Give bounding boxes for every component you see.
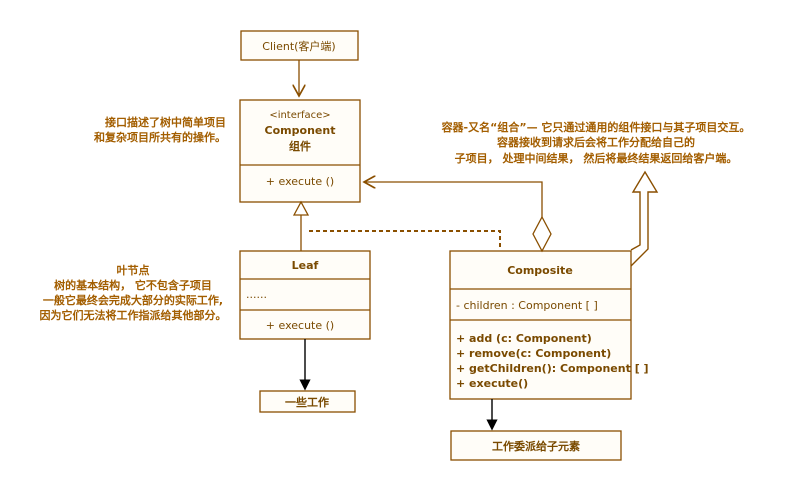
client-label: Client(客户端) [262,39,335,53]
leaf-method: + execute () [266,319,334,332]
composite-note-line2: 容器接收到请求后会将工作分配给自己的 [496,135,695,149]
leaf-work-box: 一些工作 [259,390,356,413]
leaf-note-line1: 叶节点 [117,263,150,277]
client-box: Client(客户端) [240,30,359,61]
leaf-box: Leaf ...... + execute () [239,250,371,340]
leaf-field: ...... [246,288,267,301]
aggregation-diamond [532,215,552,253]
component-note: 接口描述了树中简单项目 和复杂项目所共有的操作。 [94,115,226,144]
component-name-cn: 组件 [289,139,311,153]
note-callout-arrow [630,170,659,267]
composite-box: Composite - children : Component [ ] + a… [449,250,649,400]
leaf-note: 叶节点 树的基本结构， 它不包含子项目 一般它最终会完成大部分的实际工作, 因为… [40,263,227,322]
composite-note: 容器-又名“组合”— 它只通过通用的组件接口与其子项目交互。 容器接收到请求后会… [441,120,751,165]
leaf-name: Leaf [292,259,319,272]
component-method: + execute () [266,175,334,188]
composite-field: - children : Component [ ] [456,299,598,312]
composite-note-line3: 子项目， 处理中间结果， 然后将最终结果返回给客户端。 [455,151,738,165]
composite-work-label: 工作委派给子元素 [492,439,580,453]
component-stereotype: <interface> [269,110,330,121]
composite-to-component-line [364,182,543,217]
component-name: Component [265,124,336,137]
composite-inheritance-line [309,230,501,250]
component-note-line1: 接口描述了树中简单项目 [105,115,226,129]
composite-method-add: + add (c: Component) [456,332,592,345]
leaf-note-line3: 一般它最终会完成大部分的实际工作, [43,293,223,307]
inheritance-triangle [292,200,310,216]
composite-work-box: 工作委派给子元素 [450,430,622,461]
component-interface-box: <interface> Component 组件 + execute () [239,99,361,203]
component-note-line2: 和复杂项目所共有的操作。 [94,130,226,144]
composite-method-remove: + remove(c: Component) [456,347,611,360]
composite-method-execute: + execute() [456,377,528,390]
composite-method-getchildren: + getChildren(): Component [ ] [456,362,649,375]
composite-note-line1: 容器-又名“组合”— 它只通过通用的组件接口与其子项目交互。 [441,120,751,134]
leaf-note-line2: 树的基本结构， 它不包含子项目 [54,278,212,292]
leaf-note-line4: 因为它们无法将工作指派给其他部分。 [40,308,227,322]
leaf-work-label: 一些工作 [285,395,329,409]
composite-name: Composite [507,264,573,277]
